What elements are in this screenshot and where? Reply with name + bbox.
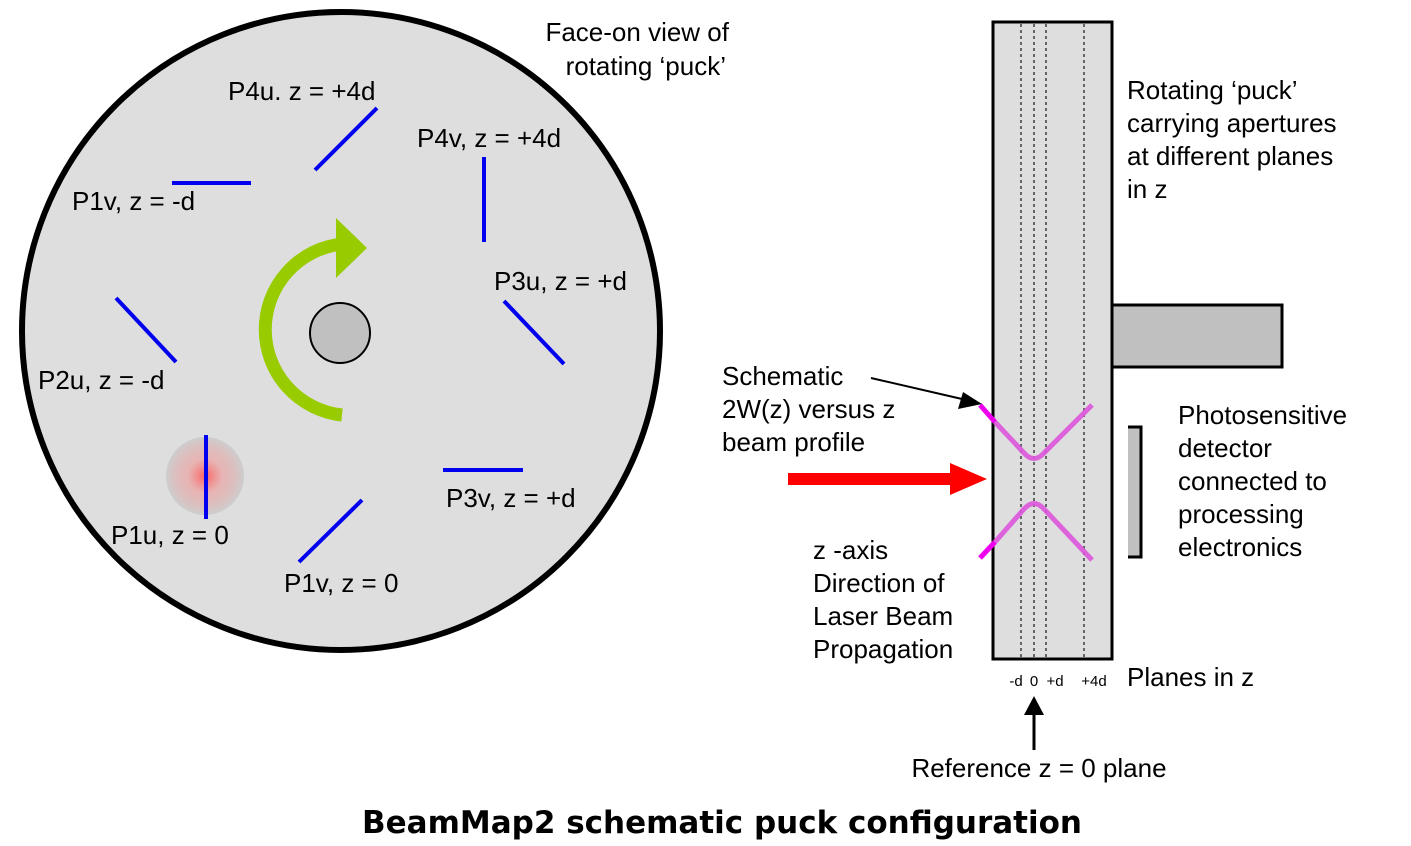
aperture-p2u	[114, 296, 178, 364]
detector-caption: detector	[1178, 433, 1272, 463]
aperture-p3u	[502, 299, 566, 366]
detector-caption: connected to	[1178, 466, 1327, 496]
beam-profile	[978, 403, 1094, 562]
profile-caption: Schematic	[722, 361, 843, 391]
aperture-label: P4u. z = +4d	[228, 76, 375, 106]
face-view-caption: Face-on view of	[545, 17, 729, 47]
planes-label: Planes in z	[1127, 662, 1254, 692]
reference-label: Reference z = 0 plane	[911, 753, 1166, 783]
aperture-label: P1v, z = 0	[284, 568, 398, 598]
detector-caption: processing	[1178, 499, 1304, 529]
puck-caption: Rotating ‘puck’	[1127, 75, 1298, 105]
diagram-title: BeamMap2 schematic puck configuration	[362, 805, 1082, 841]
aperture-label: P1u, z = 0	[111, 520, 229, 550]
profile-caption: beam profile	[722, 427, 865, 457]
aperture-label: P3u, z = +d	[494, 266, 627, 296]
reference-arrow-icon	[1024, 696, 1044, 750]
aperture-label: P2u, z = -d	[38, 365, 164, 395]
plane-tick: 0	[1030, 673, 1038, 690]
axis-caption: Laser Beam	[813, 601, 953, 631]
plane-tick: +d	[1046, 673, 1063, 690]
puck-caption: at different planes	[1127, 141, 1333, 171]
axis-caption: Direction of	[813, 568, 945, 598]
aperture-label: P1v, z = -d	[72, 186, 195, 216]
puck-caption: carrying apertures	[1127, 108, 1337, 138]
profile-pointer-arrow-icon	[870, 377, 982, 409]
plane-tick: -d	[1009, 673, 1022, 690]
aperture-label: P4v, z = +4d	[417, 123, 561, 153]
aperture-p1v-zero	[297, 498, 364, 564]
puck-hub	[309, 302, 371, 364]
profile-caption: 2W(z) versus z	[722, 394, 895, 424]
laser-beam-arrow-icon	[788, 463, 987, 495]
detector-caption: electronics	[1178, 532, 1302, 562]
axis-caption: Propagation	[813, 634, 953, 664]
aperture-label: P3v, z = +d	[446, 483, 576, 513]
axis-caption: z -axis	[813, 535, 888, 565]
rotation-arrow-icon	[258, 218, 367, 422]
side-view: -d 0 +d +4d Planes in z Reference z = 0 …	[722, 20, 1347, 783]
plane-tick: +4d	[1081, 673, 1106, 690]
detector	[1128, 427, 1141, 557]
aperture-p4u	[313, 106, 379, 172]
puck-caption: in z	[1127, 174, 1167, 204]
detector-caption: Photosensitive	[1178, 400, 1347, 430]
motor-shaft	[1110, 303, 1284, 369]
face-view-caption: rotating ‘puck’	[566, 51, 726, 81]
face-on-puck: P4u. z = +4d P4v, z = +4d P1v, z = -d P3…	[19, 9, 663, 653]
puck-side	[991, 20, 1114, 661]
